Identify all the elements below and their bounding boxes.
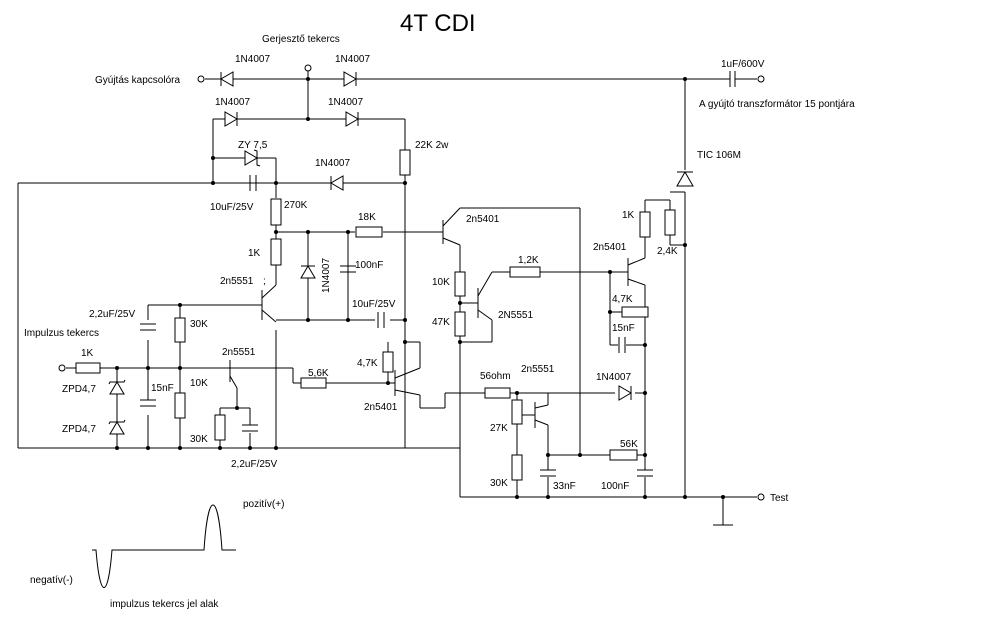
diode-symbols xyxy=(108,71,694,435)
label-exciter-coil: Gerjesztő tekercs xyxy=(262,34,340,45)
label-r-1k-a: 1K xyxy=(248,248,261,259)
label-c-22uf-b: 2,2uF/25V xyxy=(231,459,277,470)
label-d-row2-right: 1N4007 xyxy=(328,97,363,108)
label-zpd-a: ZPD4,7 xyxy=(62,384,96,395)
label-c-100nf-b: 100nF xyxy=(601,481,629,492)
label-r-1k-b: 1K xyxy=(622,210,635,221)
label-d-vertical: 1N4007 xyxy=(321,258,332,293)
transistor-symbols xyxy=(229,207,646,428)
label-q-2n5551-d: 2n5551 xyxy=(521,364,555,375)
label-r-30k-c: 30K xyxy=(490,478,508,489)
label-zpd-b: ZPD4,7 xyxy=(62,424,96,435)
label-test: Test xyxy=(770,493,789,504)
label-r-24k: 2,4K xyxy=(657,246,678,257)
label-q-2n5551-a: 2n5551 xyxy=(220,276,254,287)
label-q-2n5401-c: 2n5401 xyxy=(593,242,627,253)
label-r-12k: 1,2K xyxy=(518,255,539,266)
label-c-22uf-a: 2,2uF/25V xyxy=(89,309,135,320)
output-transformer-terminal xyxy=(757,75,765,83)
label-c-10uf-b: 10uF/25V xyxy=(352,299,396,310)
resistor-symbols xyxy=(75,149,676,481)
label-d-mid: 1N4007 xyxy=(315,158,350,169)
label-q-2n5551-c: 2n5551 xyxy=(222,347,256,358)
label-waveform-caption: impulzus tekercs jel alak xyxy=(110,599,219,610)
label-d-top-left: 1N4007 xyxy=(235,54,270,65)
label-c-33nf: 33nF xyxy=(553,481,576,492)
capacitor-symbols xyxy=(140,71,736,477)
label-ignition-switch: Gyújtás kapcsolóra xyxy=(95,75,180,86)
label-r-47k: 47K xyxy=(432,317,450,328)
label-c-100nf-a: 100nF xyxy=(355,260,383,271)
wires xyxy=(17,71,757,526)
label-r-47k-b: 4,7K xyxy=(357,358,378,369)
label-r-47k-c: 4,7K xyxy=(612,294,633,305)
label-r-22k: 22K 2w xyxy=(415,140,449,151)
label-r-1k-in: 1K xyxy=(81,348,94,359)
label-q-2n5551-b: 2N5551 xyxy=(498,310,533,321)
label-q-2n5401-b: 2n5401 xyxy=(364,402,398,413)
label-r-30k-a: 30K xyxy=(190,319,208,330)
label-r-10k-a: 10K xyxy=(432,277,450,288)
pulse-waveform xyxy=(92,504,236,588)
pulse-coil-terminal xyxy=(58,364,66,372)
label-scr: TIC 106M xyxy=(697,150,741,161)
label-r-270k: 270K xyxy=(284,200,308,211)
label-r-30k-b: 30K xyxy=(190,434,208,445)
label-to-transformer: A gyújtó transzformátor 15 pontjára xyxy=(699,99,855,110)
label-c-15nf-a: 15nF xyxy=(151,383,174,394)
label-r-18k: 18K xyxy=(358,212,376,223)
label-c-10uf-a: 10uF/25V xyxy=(210,202,254,213)
label-d-right: 1N4007 xyxy=(596,372,631,383)
label-r-56k-b: 56K xyxy=(620,439,638,450)
label-r-10k-b: 10K xyxy=(190,378,208,389)
label-r-27k: 27K xyxy=(490,423,508,434)
label-d-row2-left: 1N4007 xyxy=(215,97,250,108)
label-negative: negatív(-) xyxy=(30,575,73,586)
ignition-switch-terminal xyxy=(197,75,205,83)
test-terminal xyxy=(757,493,765,501)
label-zener-main: ZY 7,5 xyxy=(238,140,268,151)
text-labels: Gerjesztő tekercs Gyújtás kapcsolóra Imp… xyxy=(24,34,855,610)
schematic-title: 4T CDI xyxy=(400,10,476,37)
label-q-2n5401-a: 2n5401 xyxy=(466,214,500,225)
label-r-56k-a: 5,6K xyxy=(308,368,329,379)
label-d-top-right: 1N4007 xyxy=(335,54,370,65)
exciter-coil-terminal xyxy=(304,64,312,72)
label-r-56ohm: 56ohm xyxy=(480,371,511,382)
label-q-mark: ; xyxy=(263,276,266,287)
label-c-out: 1uF/600V xyxy=(721,59,765,70)
label-positive: pozitív(+) xyxy=(243,499,284,510)
label-pulse-coil: Impulzus tekercs xyxy=(24,328,99,339)
label-c-15nf-b: 15nF xyxy=(612,323,635,334)
